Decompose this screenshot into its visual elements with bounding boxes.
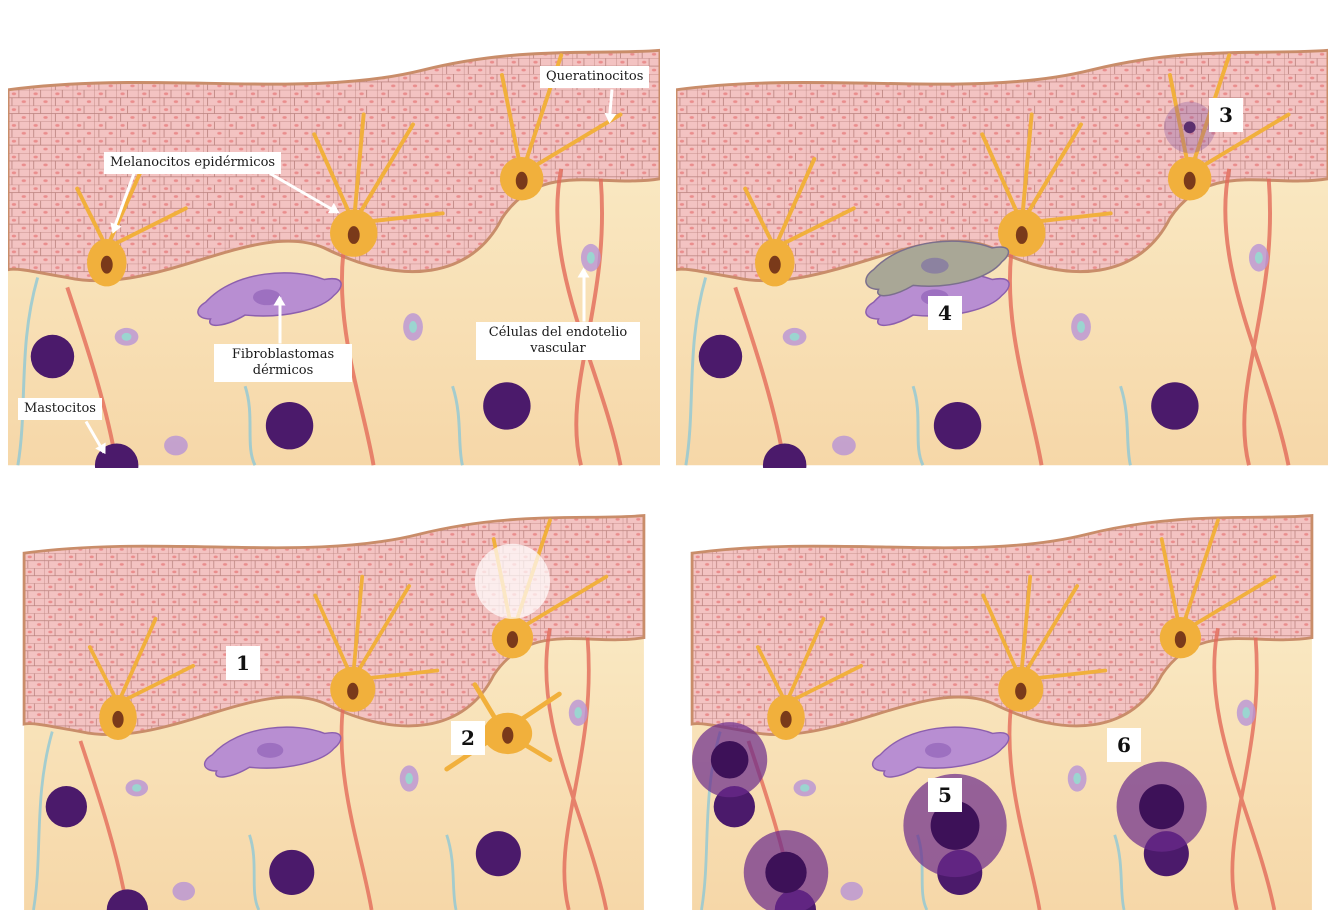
marker-3: 3: [1209, 98, 1243, 132]
marker-6: 6: [1107, 728, 1141, 762]
arrow-endothelial: [583, 270, 586, 322]
panel-skin-1-2: [8, 478, 660, 910]
marker-5: 5: [928, 778, 962, 812]
label-endothelial: Células del endotelio vascular: [476, 322, 640, 360]
marker-1: 1: [226, 646, 260, 680]
panel-skin-3-4: [676, 8, 1328, 468]
label-endothelial-text: Células del endotelio vascular: [489, 325, 627, 356]
uv-glow-2: [475, 544, 550, 619]
label-fibroblasts-text: Fibroblastomas dérmicos: [232, 347, 334, 378]
pigment-cluster-3: [1164, 102, 1215, 153]
arrow-fibroblast: [279, 298, 282, 344]
marker-4: 4: [928, 296, 962, 330]
label-melanocytes: Melanocitos epidérmicos: [104, 152, 281, 174]
marker-2: 2: [451, 721, 485, 755]
label-keratinocytes: Queratinocitos: [540, 66, 649, 88]
panel-skin-5-6: [676, 478, 1328, 910]
label-fibroblasts: Fibroblastomas dérmicos: [214, 344, 352, 382]
label-mast-cells: Mastocitos: [18, 398, 102, 420]
